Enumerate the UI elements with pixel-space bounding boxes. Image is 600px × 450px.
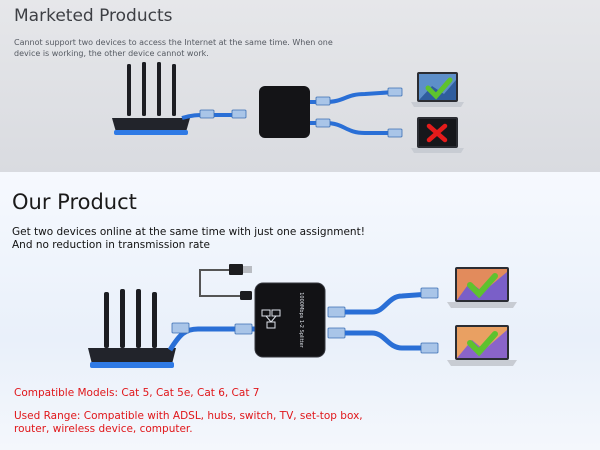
laptop-icon [447,325,517,366]
marketed-products-section: Marketed Products Cannot support two dev… [0,0,600,172]
rj45-plug [387,87,403,97]
rj45-plug [234,323,253,335]
rj45-plug [315,118,331,128]
laptop-icon [447,267,517,308]
rj45-plug [420,342,439,354]
rj45-plug [387,128,403,138]
our-product-diagram: 1000Mbps 1-2 Splitter [88,264,517,368]
router-icon [88,289,176,368]
usb-connector [243,266,252,273]
splitter-label: 1000Mbps 1-2 Splitter [298,292,304,348]
rj45-plug [315,96,331,106]
competitor-splitter [259,86,310,138]
gigabit-splitter: 1000Mbps 1-2 Splitter [254,282,326,358]
cable-to-laptop-1 [345,291,431,315]
rj45-plug [420,287,439,299]
network-icon [261,309,281,329]
description-line-2: And no reduction in transmission rate [12,239,210,251]
laptop-icon [411,72,464,107]
description-line-1: Get two devices online at the same time … [12,226,365,238]
marketed-products-description: Cannot support two devices to access the… [14,38,333,58]
used-range: Used Range: Compatible with ADSL, hubs, … [14,410,363,435]
compatible-models: Compatible Models: Cat 5, Cat 5e, Cat 6,… [14,387,260,399]
check-icon [467,273,498,299]
rj45-plug [327,306,346,318]
rj45-plug [231,109,247,119]
our-product-section: Our Product Get two devices online at th… [0,172,600,450]
rj45-plug [171,322,190,334]
our-product-title: Our Product [12,190,137,214]
usb-cable [199,269,246,297]
marketed-products-diagram [112,62,464,153]
our-product-description: Get two devices online at the same time … [12,226,392,252]
check-icon [425,77,453,100]
usb-plug [240,291,252,300]
cross-icon [426,123,448,143]
marketed-products-title: Marketed Products [14,6,173,26]
cable-to-laptop-2 [345,330,430,351]
rj45-plug [327,327,346,339]
check-icon [467,331,498,357]
rj45-plug [199,109,215,119]
usb-plug [229,264,243,275]
router-icon [112,62,190,135]
